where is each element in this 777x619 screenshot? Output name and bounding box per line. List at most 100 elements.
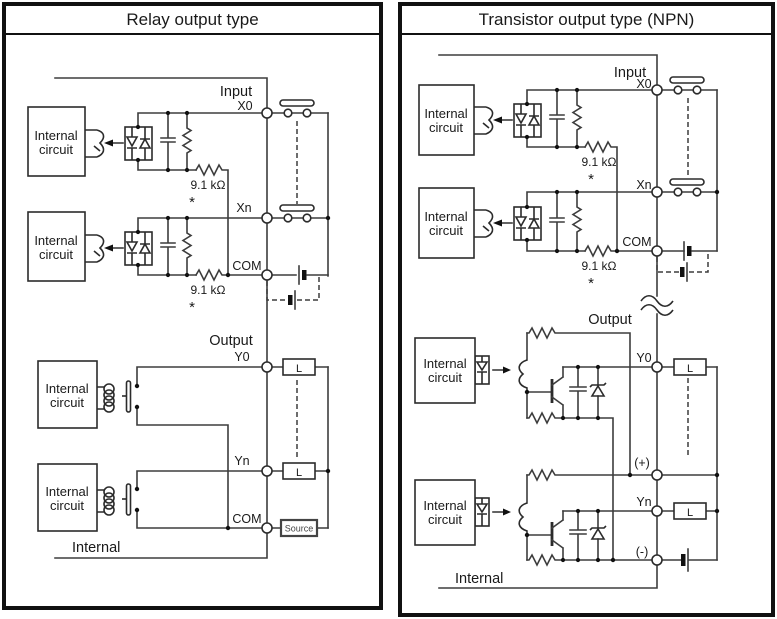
terminal-plus-label: (+) <box>634 456 650 470</box>
signal-arrow-left-icon <box>104 244 124 252</box>
source-box: Source <box>279 518 319 538</box>
load-label: L <box>296 467 302 479</box>
zener-diode <box>589 366 607 419</box>
switch-xn <box>669 178 705 197</box>
internal-circuit-label: Internal <box>424 209 467 224</box>
internal-rail-label: Internal <box>72 540 120 556</box>
internal-circuit-label: circuit <box>429 223 463 238</box>
led-emitter <box>474 355 490 385</box>
internal-circuit-label: circuit <box>50 395 84 410</box>
terminal-yn <box>651 505 663 517</box>
terminal-yn <box>261 465 273 477</box>
resistor-value-label: 9.1 kΩ <box>191 178 226 192</box>
load-box-y0: L <box>673 358 707 376</box>
resistor <box>571 89 583 148</box>
terminal-y0-label: Y0 <box>636 351 651 365</box>
capacitor <box>160 217 176 276</box>
output-circuit-y0: Internal circuit <box>37 360 329 529</box>
terminal-yn-label: Yn <box>636 495 651 509</box>
signal-arrow-left-icon <box>493 116 513 124</box>
external-output-wiring: L L <box>673 358 720 572</box>
base-resistor <box>526 553 682 567</box>
input-battery <box>683 241 718 261</box>
internal-rail-label: Internal <box>455 571 503 587</box>
output-battery <box>681 548 718 572</box>
load-box-yn: L <box>282 462 316 480</box>
input-section-label: Input <box>220 84 252 100</box>
relay-contact <box>122 380 132 413</box>
load-label: L <box>296 363 302 375</box>
capacitor <box>549 191 565 252</box>
terminal-circles <box>261 107 273 534</box>
transistor-output-panel: Transistor output type (NPN) <box>398 2 775 617</box>
internal-circuit-label: Internal <box>423 498 466 513</box>
terminal-circles <box>651 84 663 566</box>
led-up-icon <box>527 217 541 229</box>
resistor-value-label: 9.1 kΩ <box>582 259 617 273</box>
internal-power-rails <box>438 54 674 589</box>
output-section-label: Output <box>209 333 253 349</box>
terminal-xn-label: Xn <box>236 201 251 215</box>
led-up-icon <box>138 137 152 149</box>
photocoupler-receiver <box>85 129 105 158</box>
internal-circuit-label: Internal <box>34 128 77 143</box>
zener-diode <box>589 510 607 561</box>
capacitor <box>549 89 565 148</box>
internal-circuit-label: circuit <box>50 498 84 513</box>
internal-circuit-label: Internal <box>423 356 466 371</box>
terminal-com-output-label: COM <box>232 512 261 526</box>
input-circuit-x0: Internal circuit 9.1 kΩ * <box>27 106 329 276</box>
led-down-icon <box>125 136 139 148</box>
capacitor <box>569 366 587 419</box>
photocoupler-receiver <box>85 234 105 263</box>
led-down-icon <box>514 216 528 228</box>
signal-arrow-left-icon <box>493 219 513 227</box>
signal-arrow-right-icon <box>492 508 511 516</box>
internal-circuit-box <box>37 463 98 532</box>
load-box-y0: L <box>282 358 316 376</box>
terminal-x0-label: X0 <box>237 99 252 113</box>
source-label: Source <box>285 524 314 534</box>
switch-x0 <box>669 76 705 95</box>
internal-circuit-label: Internal <box>45 381 88 396</box>
external-input-wiring <box>266 99 331 310</box>
relay-coil <box>97 383 115 413</box>
load-box-yn: L <box>673 502 707 520</box>
internal-circuit-box <box>27 106 86 177</box>
switch-xn <box>279 204 315 223</box>
relay-diagram: Internal circuit 9.1 kΩ * <box>27 77 331 559</box>
terminal-com-output <box>261 522 273 534</box>
terminal-y0 <box>261 361 273 373</box>
load-label: L <box>687 363 693 375</box>
output-circuit-yn: Internal circuit <box>414 468 718 567</box>
internal-circuit-label: circuit <box>39 247 73 262</box>
output-transistor <box>550 366 565 419</box>
pullup-resistor <box>526 326 631 476</box>
base-resistor <box>526 411 614 561</box>
relay-output-panel: Relay output type <box>2 2 383 610</box>
output-circuit-y0: Internal circuit <box>414 326 718 561</box>
terminal-yn-label: Yn <box>234 454 249 468</box>
photocoupler-receiver <box>474 209 494 238</box>
relay-contact <box>122 483 132 516</box>
phototransistor <box>518 359 528 389</box>
terminal-plus <box>651 469 663 481</box>
relay-panel-title: Relay output type <box>6 6 379 35</box>
phototransistor <box>518 502 528 532</box>
terminal-x0 <box>261 107 273 119</box>
internal-circuit-label: Internal <box>34 233 77 248</box>
terminal-com-input-label: COM <box>232 259 261 273</box>
external-output-wiring: L L Source <box>279 358 331 538</box>
terminal-x0-label: X0 <box>636 77 651 91</box>
resistor <box>571 191 583 252</box>
led-emitter <box>474 497 490 527</box>
input-circuit-xn: Internal circuit 9.1 kΩ * <box>27 211 329 316</box>
alternate-polarity-battery-dashed <box>266 277 320 310</box>
input-circuit-xn: Internal circuit 9.1 kΩ * <box>418 187 718 292</box>
terminal-com <box>651 245 663 257</box>
resistor <box>181 217 193 276</box>
relay-coil <box>97 486 115 516</box>
internal-circuit-label: circuit <box>428 370 462 385</box>
pullup-resistor <box>526 468 718 482</box>
output-transistor <box>550 510 565 561</box>
